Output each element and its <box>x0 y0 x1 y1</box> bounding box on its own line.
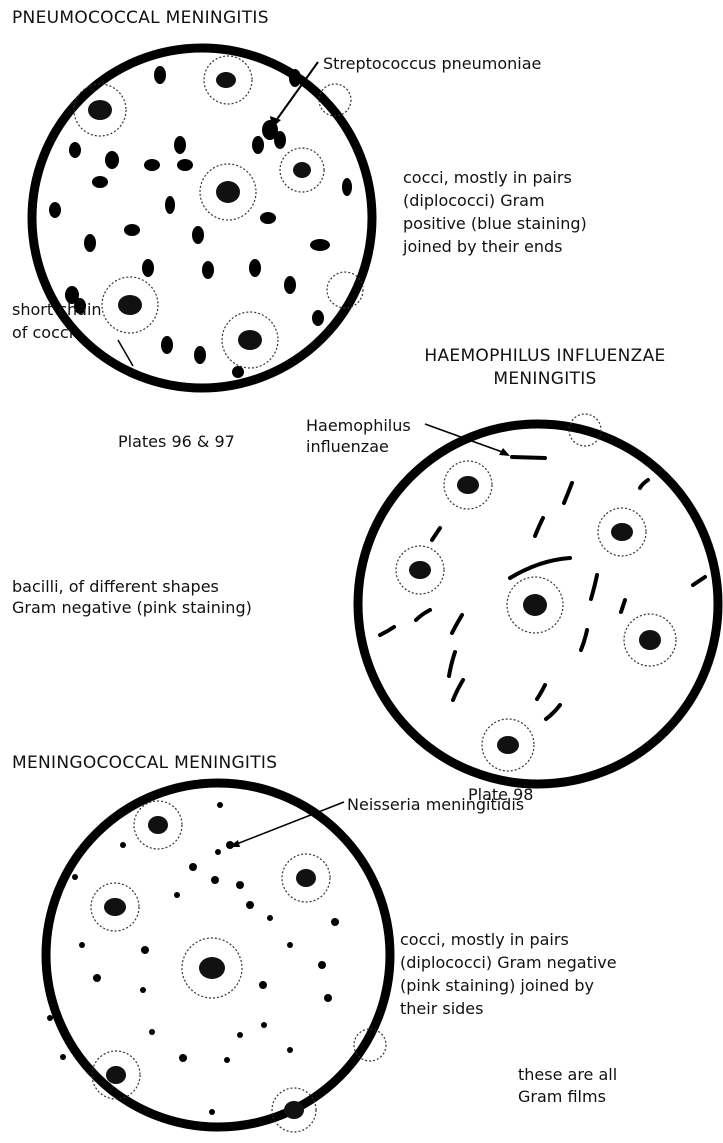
haemophilus-title-2: MENINGITIS <box>370 369 720 389</box>
pneumococcal-field <box>32 48 372 388</box>
meningococcal-desc-2: (diplococci) Gram negative <box>400 953 617 973</box>
haemophilus-desc-1: bacilli, of different shapes <box>12 577 219 597</box>
meningococcal-desc-3: (pink staining) joined by <box>400 976 594 996</box>
haemophilus-field <box>358 414 718 784</box>
chain-label-1: short chain <box>12 300 102 320</box>
plates-label: Plates 96 & 97 <box>118 432 235 452</box>
streptococcus-label: Streptococcus pneumoniae <box>323 54 541 74</box>
meningococcal-title: MENINGOCOCCAL MENINGITIS <box>12 753 277 773</box>
neisseria-label: Neisseria meningitidis <box>347 795 524 815</box>
pneumococcal-desc-1: cocci, mostly in pairs <box>403 168 572 188</box>
haemophilus-title-1: HAEMOPHILUS INFLUENZAE <box>370 346 720 366</box>
pneumococcal-desc-3: positive (blue staining) <box>403 214 587 234</box>
haemophilus-organism-1: Haemophilus <box>306 416 411 436</box>
footnote-1: these are all <box>518 1065 617 1085</box>
pneumococcal-desc-2: (diplococci) Gram <box>403 191 545 211</box>
meningococcal-field <box>46 783 390 1132</box>
haemophilus-desc-2: Gram negative (pink staining) <box>12 598 252 618</box>
haemophilus-organism-2: influenzae <box>306 437 389 457</box>
pneumococcal-title: PNEUMOCOCCAL MENINGITIS <box>12 8 269 28</box>
meningococcal-desc-4: their sides <box>400 999 483 1019</box>
footnote-2: Gram films <box>518 1087 606 1107</box>
meningococcal-desc-1: cocci, mostly in pairs <box>400 930 569 950</box>
pneumococcal-desc-4: joined by their ends <box>403 237 562 257</box>
chain-label-2: of cocci <box>12 323 73 343</box>
